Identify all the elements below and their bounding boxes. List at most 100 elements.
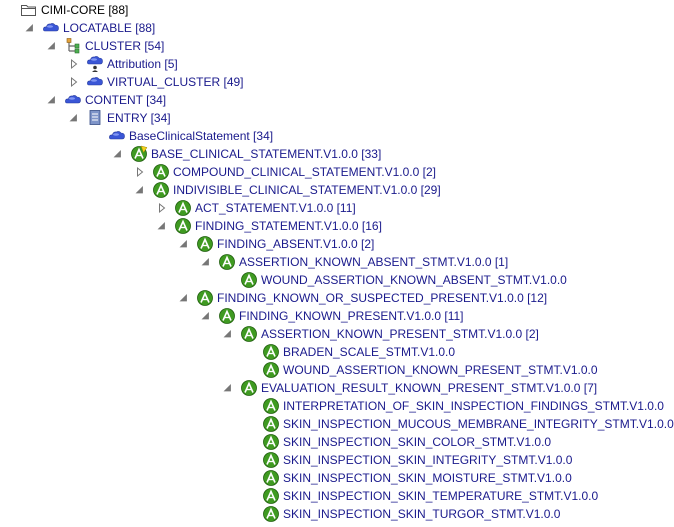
archetype-icon [262, 487, 280, 505]
tree-item[interactable]: EVALUATION_RESULT_KNOWN_PRESENT_STMT.V1.… [0, 379, 644, 397]
tree-item-label: SKIN_INSPECTION_SKIN_TEMPERATURE_STMT.V1… [283, 489, 599, 503]
collapse-arrow-icon[interactable] [25, 19, 36, 37]
tree-item[interactable]: VIRTUAL_CLUSTER [49] [0, 73, 644, 91]
tree-item-label: ACT_STATEMENT.V1.0.0 [11] [195, 201, 356, 215]
tree-item[interactable]: SKIN_INSPECTION_SKIN_INTEGRITY_STMT.V1.0… [0, 451, 644, 469]
collapse-arrow-icon[interactable] [47, 37, 58, 55]
expand-arrow-icon[interactable] [70, 73, 80, 91]
tree-item[interactable]: SKIN_INSPECTION_SKIN_COLOR_STMT.V1.0.0 [0, 433, 644, 451]
tree-item-label: SKIN_INSPECTION_SKIN_COLOR_STMT.V1.0.0 [283, 435, 552, 449]
collapse-arrow-icon[interactable] [179, 289, 190, 307]
folder-icon [20, 1, 38, 19]
tree-item[interactable]: FINDING_ABSENT.V1.0.0 [2] [0, 235, 644, 253]
collapse-arrow-icon[interactable] [157, 217, 168, 235]
tree-item-label: COMPOUND_CLINICAL_STATEMENT.V1.0.0 [2] [173, 165, 436, 179]
cloud-icon [64, 91, 82, 109]
tree-item-label: FINDING_ABSENT.V1.0.0 [2] [217, 237, 375, 251]
archetype-icon [240, 271, 258, 289]
tree-item[interactable]: SKIN_INSPECTION_SKIN_TURGOR_STMT.V1.0.0 [0, 505, 644, 523]
tree-item[interactable]: BASE_CLINICAL_STATEMENT.V1.0.0 [33] [0, 145, 644, 163]
collapse-arrow-icon[interactable] [223, 379, 234, 397]
tree-item[interactable]: WOUND_ASSERTION_KNOWN_PRESENT_STMT.V1.0.… [0, 361, 644, 379]
archetype-icon [262, 433, 280, 451]
archetype-icon [262, 451, 280, 469]
tree-item[interactable]: SKIN_INSPECTION_SKIN_TEMPERATURE_STMT.V1… [0, 487, 644, 505]
archetype-icon [196, 289, 214, 307]
tree-item[interactable]: ASSERTION_KNOWN_ABSENT_STMT.V1.0.0 [1] [0, 253, 644, 271]
archetype-icon [152, 181, 170, 199]
archetype-icon [174, 217, 192, 235]
tree-item-label: SKIN_INSPECTION_SKIN_TURGOR_STMT.V1.0.0 [283, 507, 561, 521]
tree-item[interactable]: FINDING_KNOWN_PRESENT.V1.0.0 [11] [0, 307, 644, 325]
tree-item-label: WOUND_ASSERTION_KNOWN_ABSENT_STMT.V1.0.0 [261, 273, 567, 287]
document-icon [86, 109, 104, 127]
tree-item-label: Attribution [5] [107, 57, 178, 71]
tree-item-label: BRADEN_SCALE_STMT.V1.0.0 [283, 345, 456, 359]
tree-item[interactable]: FINDING_STATEMENT.V1.0.0 [16] [0, 217, 644, 235]
tree-item[interactable]: BRADEN_SCALE_STMT.V1.0.0 [0, 343, 644, 361]
archetype-icon [262, 343, 280, 361]
tree-item[interactable]: ACT_STATEMENT.V1.0.0 [11] [0, 199, 644, 217]
tree-item[interactable]: CLUSTER [54] [0, 37, 644, 55]
cloud-icon [108, 127, 126, 145]
tree-item-label: INTERPRETATION_OF_SKIN_INSPECTION_FINDIN… [283, 399, 664, 413]
expand-arrow-icon[interactable] [70, 55, 80, 73]
archetype-icon [262, 397, 280, 415]
tree-item[interactable]: COMPOUND_CLINICAL_STATEMENT.V1.0.0 [2] [0, 163, 644, 181]
tree-item[interactable]: SKIN_INSPECTION_SKIN_MOISTURE_STMT.V1.0.… [0, 469, 644, 487]
tree-item[interactable]: INDIVISIBLE_CLINICAL_STATEMENT.V1.0.0 [2… [0, 181, 644, 199]
tree-item-label: WOUND_ASSERTION_KNOWN_PRESENT_STMT.V1.0.… [283, 363, 598, 377]
cloud-icon [42, 19, 60, 37]
archetype-icon [262, 469, 280, 487]
expand-arrow-icon[interactable] [136, 163, 146, 181]
collapse-arrow-icon[interactable] [201, 253, 212, 271]
archetype-icon [240, 379, 258, 397]
cloud-icon [86, 73, 104, 91]
tree-item[interactable]: Attribution [5] [0, 55, 644, 73]
tree-item-label: EVALUATION_RESULT_KNOWN_PRESENT_STMT.V1.… [261, 381, 598, 395]
collapse-arrow-icon[interactable] [135, 181, 146, 199]
archetype-icon [262, 361, 280, 379]
tree-item-label: ASSERTION_KNOWN_PRESENT_STMT.V1.0.0 [2] [261, 327, 539, 341]
tree-item-label: FINDING_KNOWN_PRESENT.V1.0.0 [11] [239, 309, 464, 323]
archetype-icon [262, 505, 280, 523]
archetype-special-icon [130, 145, 148, 163]
tree-item-label: CONTENT [34] [85, 93, 167, 107]
tree-item-label: CLUSTER [54] [85, 39, 165, 53]
tree-item-label: FINDING_KNOWN_OR_SUSPECTED_PRESENT.V1.0.… [217, 291, 548, 305]
archetype-icon [174, 199, 192, 217]
archetype-icon [240, 325, 258, 343]
tree-item-label: SKIN_INSPECTION_SKIN_MOISTURE_STMT.V1.0.… [283, 471, 572, 485]
tree-item-label: FINDING_STATEMENT.V1.0.0 [16] [195, 219, 382, 233]
collapse-arrow-icon[interactable] [113, 145, 124, 163]
collapse-arrow-icon[interactable] [47, 91, 58, 109]
expand-arrow-icon[interactable] [158, 199, 168, 217]
tree-item-label: SKIN_INSPECTION_MUCOUS_MEMBRANE_INTEGRIT… [283, 417, 674, 431]
tree-item-label: VIRTUAL_CLUSTER [49] [107, 75, 244, 89]
cloud-person-icon [86, 55, 104, 73]
collapse-arrow-icon[interactable] [223, 325, 234, 343]
archetype-icon [196, 235, 214, 253]
archetype-icon [218, 253, 236, 271]
tree-item[interactable]: SKIN_INSPECTION_MUCOUS_MEMBRANE_INTEGRIT… [0, 415, 674, 433]
tree-item[interactable]: INTERPRETATION_OF_SKIN_INSPECTION_FINDIN… [0, 397, 664, 415]
tree-item[interactable]: ENTRY [34] [0, 109, 644, 127]
archetype-icon [262, 415, 280, 433]
collapse-arrow-icon[interactable] [179, 235, 190, 253]
archetype-icon [218, 307, 236, 325]
tree-item[interactable]: BaseClinicalStatement [34] [0, 127, 644, 145]
tree-item[interactable]: CIMI-CORE [88] [0, 1, 644, 19]
tree-item-label: BaseClinicalStatement [34] [129, 129, 274, 143]
tree-item-label: ENTRY [34] [107, 111, 171, 125]
tree-item-label: SKIN_INSPECTION_SKIN_INTEGRITY_STMT.V1.0… [283, 453, 573, 467]
collapse-arrow-icon[interactable] [201, 307, 212, 325]
collapse-arrow-icon[interactable] [69, 109, 80, 127]
tree-item[interactable]: WOUND_ASSERTION_KNOWN_ABSENT_STMT.V1.0.0 [0, 271, 644, 289]
tree-item-label: BASE_CLINICAL_STATEMENT.V1.0.0 [33] [151, 147, 382, 161]
tree-item[interactable]: LOCATABLE [88] [0, 19, 644, 37]
tree-item[interactable]: CONTENT [34] [0, 91, 644, 109]
tree-item[interactable]: ASSERTION_KNOWN_PRESENT_STMT.V1.0.0 [2] [0, 325, 644, 343]
tree-item[interactable]: FINDING_KNOWN_OR_SUSPECTED_PRESENT.V1.0.… [0, 289, 644, 307]
tree-item-label: ASSERTION_KNOWN_ABSENT_STMT.V1.0.0 [1] [239, 255, 509, 269]
